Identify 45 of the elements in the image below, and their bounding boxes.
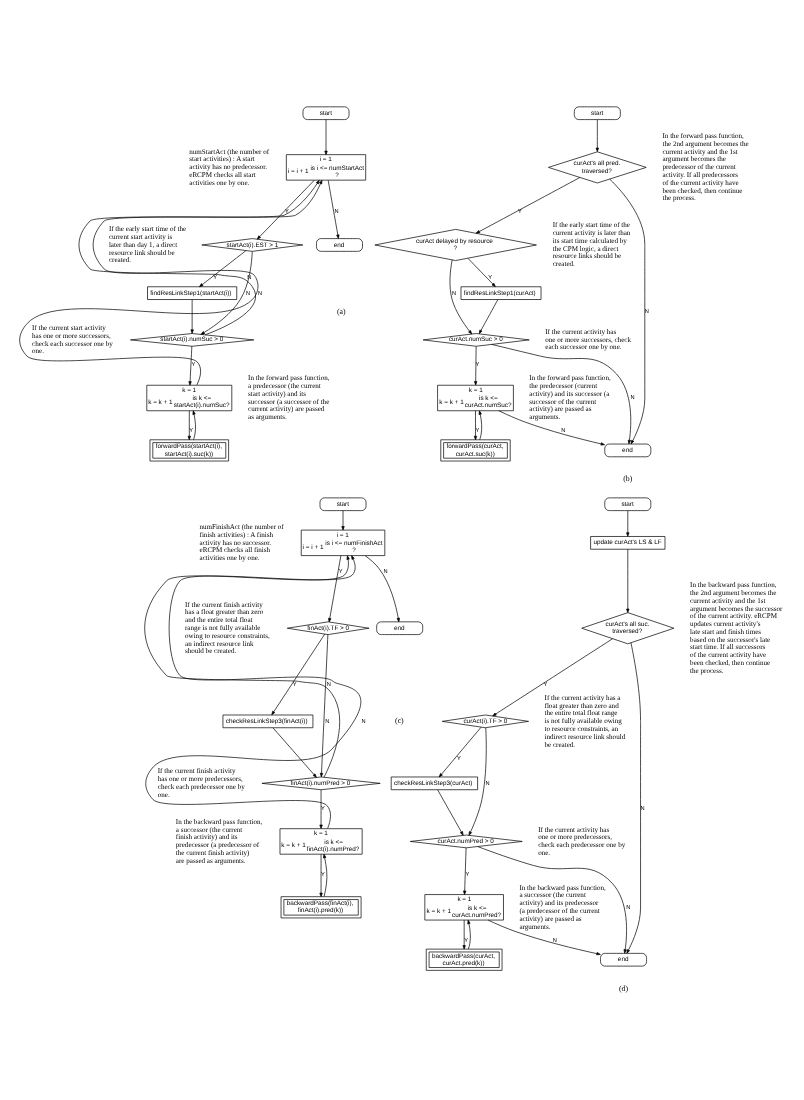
arrow: [319, 633, 329, 777]
arrow: [190, 298, 194, 333]
arrow: [474, 345, 478, 385]
arrow: [478, 409, 483, 439]
arrow: [364, 554, 400, 622]
arrow: [449, 258, 473, 334]
arrow: [323, 852, 328, 896]
arrow: [626, 509, 630, 536]
arrow: [491, 343, 632, 444]
arrow: [467, 257, 496, 286]
arrow: [78, 178, 320, 335]
arrow: [144, 554, 350, 777]
arrow: [272, 726, 317, 777]
arrow: [475, 176, 581, 233]
arrow: [463, 846, 467, 894]
arrow: [188, 344, 193, 385]
arrow: [145, 554, 362, 828]
arrow: [498, 409, 605, 445]
arrow: [438, 725, 482, 777]
arrow: [487, 918, 601, 955]
arrow: [626, 641, 641, 953]
arrow: [319, 788, 323, 828]
arrow: [327, 179, 340, 238]
arrow: [324, 118, 328, 154]
arrow: [609, 177, 646, 444]
arrow: [626, 547, 630, 612]
arrow: [328, 554, 342, 622]
arrow: [468, 726, 487, 835]
arrow: [319, 852, 323, 896]
arrow: [473, 409, 478, 440]
arrow: [256, 179, 315, 239]
arrow: [467, 918, 471, 949]
arrow: [192, 409, 196, 439]
arrow: [477, 845, 627, 953]
arrow: [19, 178, 323, 385]
arrow: [187, 409, 191, 440]
arrow: [341, 509, 345, 530]
arrow: [199, 249, 247, 287]
arrow: [462, 918, 466, 949]
arrow: [200, 250, 253, 334]
arrow: [595, 118, 599, 151]
arrow: [437, 788, 464, 835]
arrow: [478, 298, 499, 333]
arrow: [492, 637, 613, 716]
arrow: [271, 632, 326, 715]
